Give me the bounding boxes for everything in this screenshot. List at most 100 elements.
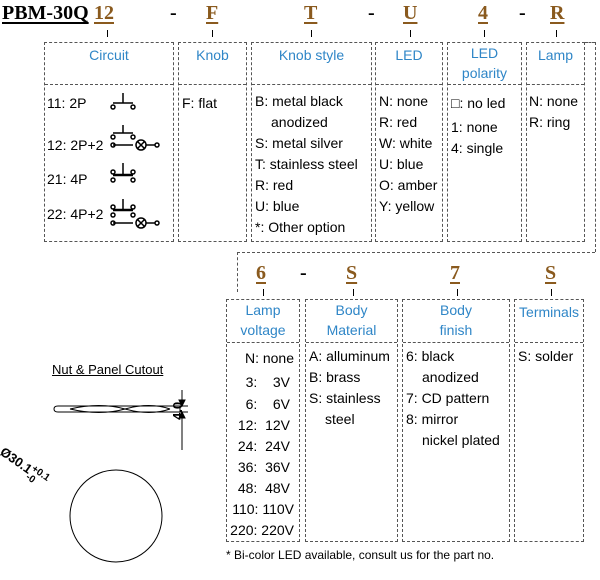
part-prefix: PBM-30Q [2, 2, 89, 24]
body-finish-item: 8: mirror [406, 411, 459, 427]
lamp-voltage-item: 48: 48V [237, 480, 290, 496]
connector-line [237, 252, 239, 292]
lamp-voltage-item: N: none [244, 350, 294, 366]
led-polarity-header: LED polarity [448, 43, 521, 85]
body-finish-box: Body finish 6: black anodized 7: CD patt… [402, 299, 510, 542]
tick [551, 289, 552, 296]
code-circuit: 12 [94, 2, 114, 24]
knob-item: F: flat [182, 95, 218, 111]
lamp-voltage-item: 3: 3V [245, 374, 290, 390]
body-material-item: steel [325, 411, 355, 427]
body-finish-header-line1: Body [440, 302, 472, 318]
tick [107, 30, 108, 37]
led-polarity-item: 1: none [451, 119, 498, 135]
lamp-voltage-header-line2: voltage [240, 322, 286, 338]
led-item: O: amber [379, 177, 438, 193]
tick [353, 289, 354, 296]
lamp-voltage-item: 6: 6V [245, 396, 290, 412]
circuit-item: 11: 2P [47, 95, 87, 111]
led-item: N: none [379, 93, 429, 109]
knob-style-item: anodized [271, 114, 328, 130]
lamp-voltage-item: 24: 24V [237, 438, 290, 454]
led-box: LED N: none R: red W: white U: blue O: a… [375, 42, 443, 242]
body-finish-item: 7: CD pattern [406, 390, 490, 406]
code-lamp: R [550, 2, 565, 24]
circuit-box: Circuit 11: 2P 12: 2P+2 21: 4P 22: 4P+2 [44, 42, 174, 242]
body-material-item: A: alluminum [309, 348, 390, 364]
connector-line [585, 42, 595, 44]
led-polarity-header-line2: polarity [461, 65, 508, 81]
circuit-item: 21: 4P [47, 171, 88, 187]
code-terminals: S [545, 262, 557, 284]
led-item: R: red [379, 114, 418, 130]
code-knob-style: T [304, 2, 318, 24]
code-body-material: S [346, 262, 358, 284]
body-finish-item: anodized [422, 369, 479, 385]
lamp-voltage-item: 110: 110V [232, 501, 294, 517]
tick [212, 30, 213, 37]
tick [311, 30, 312, 37]
lamp-item: N: none [529, 93, 579, 109]
knob-style-header: Knob style [252, 43, 371, 85]
body-material-header: Body Material [306, 300, 397, 343]
tick [263, 289, 264, 296]
dash-3: - [519, 2, 526, 24]
knob-style-item: S: metal silver [255, 135, 343, 151]
code-led: U [403, 2, 418, 24]
lamp-voltage-box: Lamp voltage N: none 3: 3V 6: 6V 12: 12V… [226, 299, 300, 542]
lamp-voltage-header-line1: Lamp [245, 302, 281, 318]
connector-line [595, 42, 597, 252]
terminals-header: Terminals [515, 300, 583, 343]
tick [556, 30, 557, 37]
tick [484, 30, 485, 37]
lamp-voltage-item: 220: 220V [230, 522, 294, 538]
body-material-item: B: brass [309, 369, 361, 385]
body-material-box: Body Material A: alluminum B: brass S: s… [305, 299, 398, 542]
code-body-finish: 7 [450, 262, 460, 284]
led-item: U: blue [379, 156, 424, 172]
led-item: W: white [379, 135, 433, 151]
body-finish-header-line2: finish [439, 322, 473, 338]
knob-box: Knob F: flat [178, 42, 247, 242]
led-polarity-header-line1: LED [470, 45, 499, 61]
led-polarity-item: 4: single [451, 140, 504, 156]
body-material-item: S: stainless [309, 390, 381, 406]
terminals-item: S: solder [518, 348, 574, 364]
nut-panel-cutout-drawing-icon [53, 390, 188, 563]
knob-style-item: B: metal black [255, 93, 343, 109]
circuit-header: Circuit [45, 43, 173, 85]
led-header: LED [376, 43, 442, 85]
lamp-item: R: ring [529, 114, 571, 130]
knob-style-item: R: red [255, 177, 294, 193]
circuit-item: 22: 4P+2 [47, 206, 104, 222]
lamp-voltage-item: 12: 12V [237, 417, 290, 433]
tick [410, 30, 411, 37]
dash-4: - [300, 262, 307, 284]
body-material-header-line1: Body [335, 302, 368, 318]
circuit-symbols-icon [110, 93, 160, 229]
code-led-polarity: 4 [478, 2, 488, 24]
body-finish-item: 6: black [406, 348, 455, 364]
knob-style-box: Knob style B: metal black anodized S: me… [251, 42, 372, 242]
knob-style-item: *: Other option [255, 219, 346, 235]
code-lamp-voltage: 6 [256, 262, 266, 284]
body-finish-header: Body finish [403, 300, 509, 343]
code-knob: F [206, 2, 219, 24]
terminals-box: Terminals S: solder [514, 299, 584, 542]
dash-2: - [368, 2, 375, 24]
knob-style-item: U: blue [255, 198, 300, 214]
body-finish-item: nickel plated [422, 432, 500, 448]
lamp-voltage-header: Lamp voltage [227, 300, 299, 343]
led-polarity-box: LED polarity □: no led 1: none 4: single [447, 42, 522, 242]
tick [457, 289, 458, 296]
led-item: Y: yellow [379, 198, 435, 214]
footnote: * Bi-color LED available, consult us for… [226, 548, 495, 562]
lamp-voltage-item: 36: 36V [237, 459, 290, 475]
circuit-item: 12: 2P+2 [47, 137, 104, 153]
connector-line [237, 252, 595, 254]
lamp-header: Lamp [527, 43, 584, 85]
dash-1: - [170, 2, 177, 24]
body-material-header-line2: Material [326, 322, 377, 338]
led-polarity-item: □: no led [451, 95, 506, 111]
knob-style-item: T: stainless steel [255, 156, 358, 172]
